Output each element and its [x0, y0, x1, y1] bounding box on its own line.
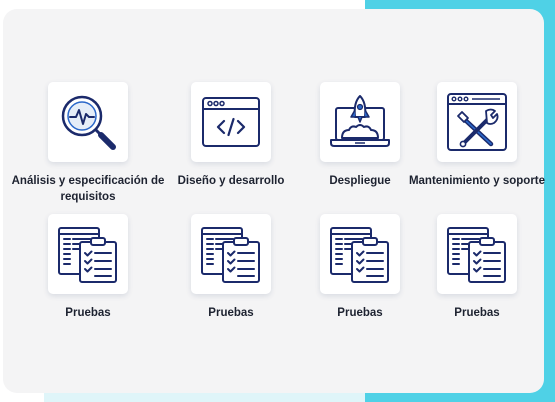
document-checklist-icon	[56, 222, 120, 286]
document-checklist-icon	[328, 222, 392, 286]
tile-pruebas-3[interactable]: Pruebas	[280, 214, 440, 321]
icon-box	[320, 82, 400, 162]
tile-mantenimiento[interactable]: Mantenimiento y soporte	[397, 82, 555, 189]
laptop-rocket-icon	[330, 95, 390, 147]
tile-diseno[interactable]: Diseño y desarrollo	[151, 82, 311, 189]
icon-box	[48, 214, 128, 294]
tile-label: Mantenimiento y soporte	[408, 175, 546, 187]
tile-label: Pruebas	[454, 307, 500, 319]
magnifier-pulse-icon	[61, 95, 116, 150]
icon-box	[191, 214, 271, 294]
icon-box	[191, 82, 271, 162]
tile-label: Pruebas	[337, 307, 383, 319]
tile-despliegue[interactable]: Despliegue	[280, 82, 440, 189]
icon-box	[437, 214, 517, 294]
icon-box	[437, 82, 517, 162]
tile-label: Pruebas	[65, 307, 111, 319]
tile-pruebas-4[interactable]: Pruebas	[397, 214, 555, 321]
tile-pruebas-2[interactable]: Pruebas	[151, 214, 311, 321]
document-checklist-icon	[445, 222, 509, 286]
tile-label: Despliegue	[329, 175, 391, 187]
services-card: Análisis y especificación de requisitos …	[3, 9, 545, 393]
tile-label: Pruebas	[208, 307, 254, 319]
tile-analisis[interactable]: Análisis y especificación de requisitos	[8, 82, 168, 205]
code-window-icon	[202, 97, 260, 147]
tile-label: Análisis y especificación de requisitos	[11, 175, 165, 203]
tile-pruebas-1[interactable]: Pruebas	[8, 214, 168, 321]
window-tools-icon	[447, 93, 507, 151]
accent-strip	[44, 393, 365, 402]
tile-label: Diseño y desarrollo	[177, 175, 285, 187]
document-checklist-icon	[199, 222, 263, 286]
icon-box	[320, 214, 400, 294]
icon-box	[48, 82, 128, 162]
